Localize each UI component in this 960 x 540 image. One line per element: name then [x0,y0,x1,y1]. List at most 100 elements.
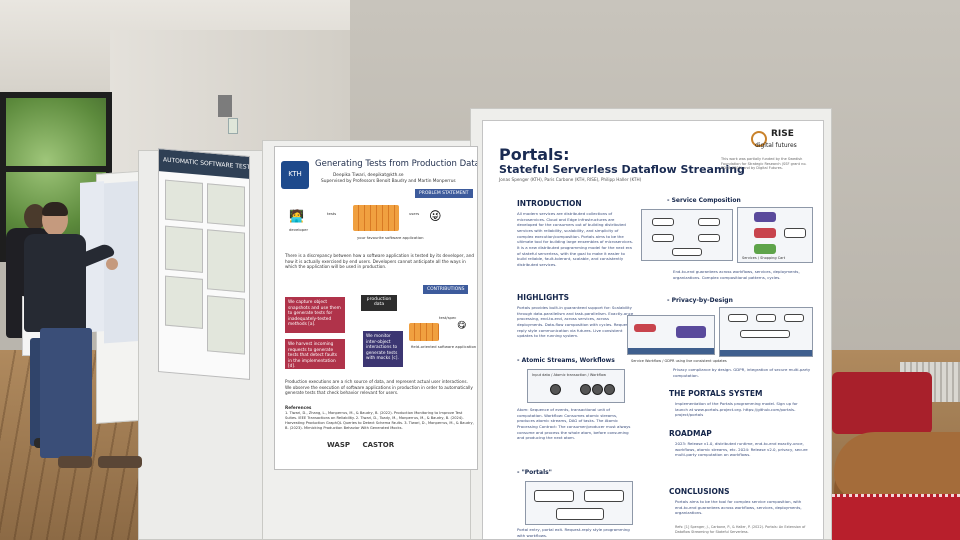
service-node [698,234,720,242]
rise-logo-icon [751,131,767,147]
hair [42,202,68,216]
instrumented-label: field-oriented software application [411,344,477,349]
user-face-icon: 😋 [457,321,467,331]
contribution-box: We capture object snapshots and use them… [285,297,345,333]
roadmap-heading: ROADMAP [669,429,712,438]
users-label: users [409,211,420,216]
user-face-icon: 😜 [429,209,442,223]
conclusion-text: Production executions are a rich source … [285,379,473,396]
sponsor-logos: WASP CASTOR [327,441,394,449]
workflow-node [556,508,604,520]
portal-entry-node [534,490,574,502]
gdpr-node [784,314,804,322]
references-text: 1. Tiwari, D., Zhang, L., Monperrus, M.,… [285,411,474,430]
red-armchair [832,372,932,434]
privacy-workflow-diagram [627,315,715,355]
introduction-text: All modern services are distributed coll… [517,211,633,267]
contributions-tag: CONTRIBUTIONS [423,285,469,294]
workflow-block [754,228,776,238]
service-heading: - Service Composition [667,197,741,204]
gdpr-footer-bar [720,350,812,356]
poster-figure [165,179,203,223]
red-chair-front [832,494,960,540]
poster-supervisors: Supervised by Professors Benoit Baudry a… [321,179,456,184]
introduction-heading: INTRODUCTION [517,199,582,208]
problem-statement-tag: PROBLEM STATEMENT [415,189,473,198]
poster-title: Generating Tests from Production Data [315,159,478,169]
service-node [672,248,702,256]
shoe [58,456,92,468]
funding-note: This work was partially funded by the Sw… [721,157,807,171]
service-node [652,218,674,226]
stream-node [580,384,591,395]
service-labels: Services / Shopping Cart [742,256,786,260]
poster-authors: Jonas Spenger (KTH), Paris Carbone (KTH,… [499,177,642,182]
gdpr-node [728,314,748,322]
portal-exit-node [584,490,624,502]
workflow-block [784,228,806,238]
portals-poster: Portals: Stateful Serverless Dataflow St… [482,120,824,540]
poster-figure [207,183,245,227]
references-title: References [285,405,312,410]
system-text: Implementation of the Portals programmin… [675,401,798,418]
wall-switch-box [218,95,232,117]
privacy-heading: - Privacy-by-Design [667,297,733,304]
application-label: your favourite software application [357,235,424,240]
poster-figure [165,275,203,329]
production-data-box: production data [361,295,397,311]
atomic-text: Atom: Sequence of events, transactional … [517,407,631,441]
workflow-block [754,244,776,254]
head [24,204,46,230]
services-diagram [641,209,733,261]
conclusions-text: Portals aims to be the tool for complex … [675,499,802,516]
automatic-testing-poster: AUTOMATIC SOFTWARE TESTING [158,147,250,381]
poster-figure [207,229,245,293]
atomic-heading: - Atomic Streams, Workflows [517,357,615,364]
stream-node [604,384,615,395]
system-heading: THE PORTALS SYSTEM [669,389,763,398]
highlights-heading: HIGHLIGHTS [517,293,570,302]
stream-node [592,384,603,395]
service-node [652,234,674,242]
privacy-text: Privacy compliance by design. GDPR, inte… [673,367,811,378]
gdpr-diagram [719,307,813,357]
contribution-box: We monitor inter-object interactions to … [363,331,403,367]
privacy-labels: Service Workflow / GDPR using live consi… [631,359,727,363]
roadmap-text: 2023: Release v1.0, distributed runtime,… [675,441,808,458]
window-frame-bar [0,166,112,172]
service-node [698,218,720,226]
workflow-block [634,324,656,332]
torso-dark-shirt [24,234,86,332]
atomic-labels: Input data / Atomic transaction / Workfl… [532,373,606,377]
conclusions-heading: CONCLUSIONS [669,487,730,496]
castor-logo: CASTOR [362,441,395,449]
gdpr-node [740,330,790,338]
generating-tests-poster: KTH Generating Tests from Production Dat… [274,146,478,470]
portals-heading: - "Portals" [517,469,552,476]
application-grid-icon [353,205,399,231]
digital-futures-brand: digital futures [755,142,797,149]
workflow-block [754,212,776,222]
poster-author: Deepika Tiwari, deepikat@kth.se [333,173,404,178]
stream-node [550,384,561,395]
atomic-streams-diagram: Input data / Atomic transaction / Workfl… [527,369,625,403]
exit-sign [228,118,238,134]
wasp-logo: WASP [327,441,350,449]
test-label: test/spec [439,315,457,320]
portals-text: Portal entry, portal exit. Request-reply… [517,527,630,538]
rise-brand: RISE [771,129,794,139]
shopping-cart-diagram: Services / Shopping Cart [737,207,813,263]
kth-logo: KTH [281,161,309,189]
developer-icon: 🧑‍💻 [289,209,304,223]
workflow-block [676,326,706,338]
poster-figure [207,295,245,355]
poster-title: Portals: [499,145,570,164]
poster-figure [165,225,203,273]
service-text: End-to-end guarantees across workflows, … [673,269,800,280]
shoe [98,456,142,468]
footer-references: Refs: [1] Spenger, J., Carbone, P., & Ha… [675,525,806,534]
highlights-text: Portals provides built-in guaranteed sup… [517,305,634,339]
round-table-top [834,432,960,500]
tests-label: tests [327,211,337,216]
hand [106,258,118,270]
